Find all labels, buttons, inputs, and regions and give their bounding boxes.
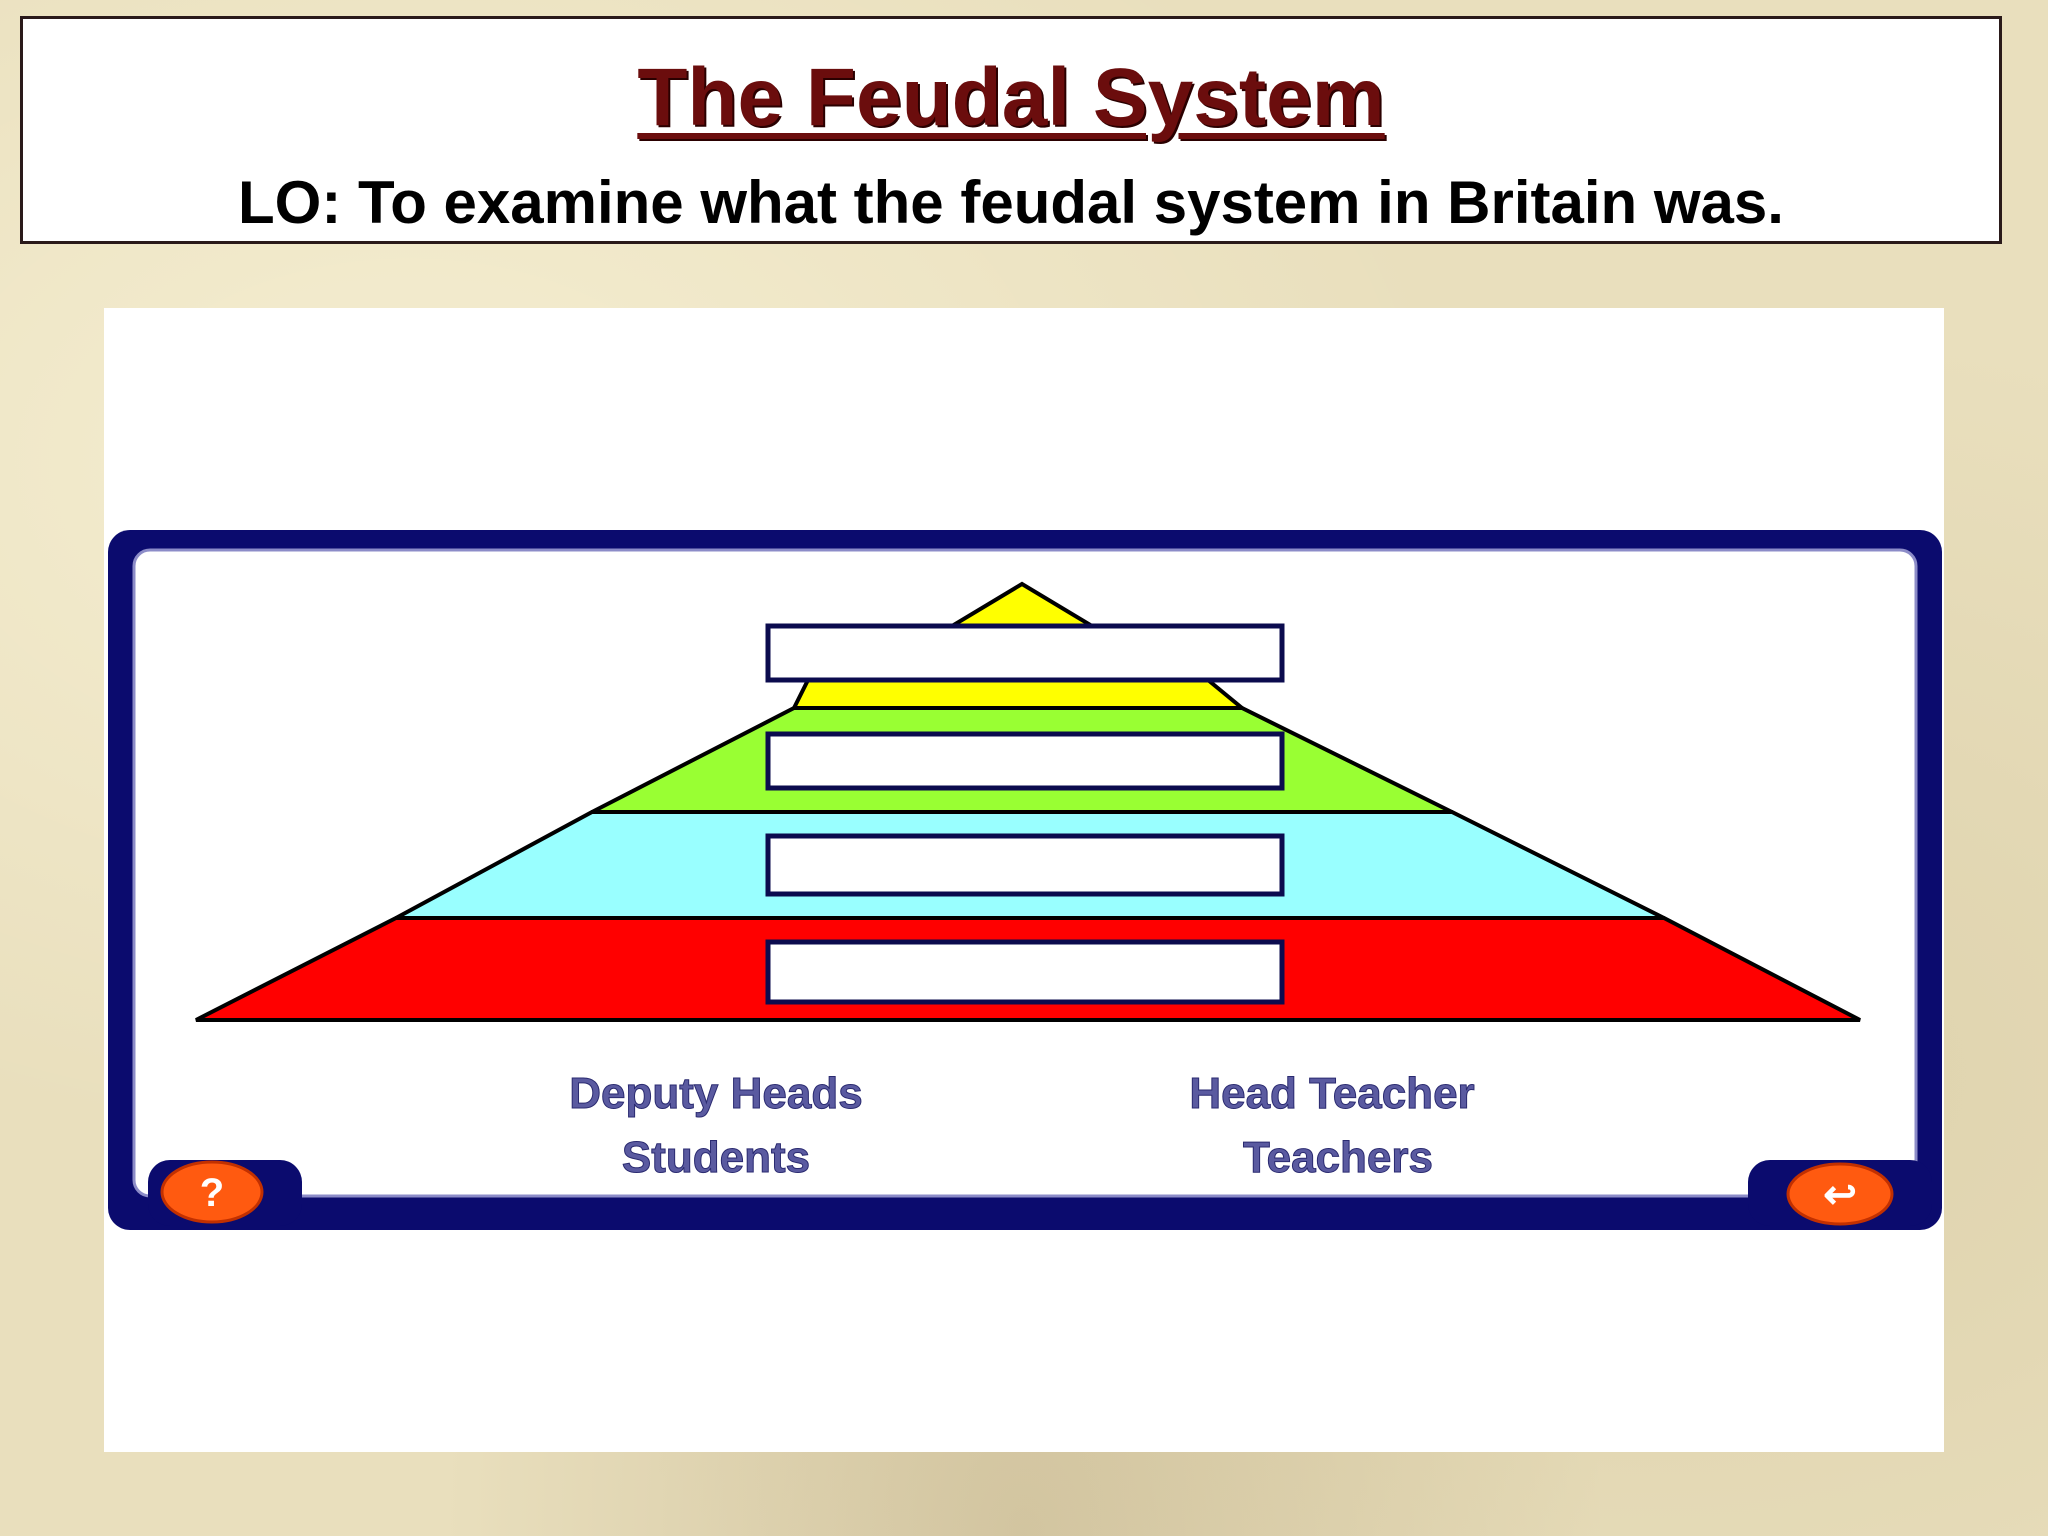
learning-objective: LO: To examine what the feudal system in… <box>238 169 1784 236</box>
drop-box-3[interactable] <box>765 833 1285 897</box>
label-head-teacher[interactable]: Head Teacher <box>1189 1069 1475 1119</box>
label-deputy-heads[interactable]: Deputy Heads <box>569 1069 863 1119</box>
pyramid-level-1-lower <box>790 678 1248 710</box>
back-glyph: ↩ <box>1823 1173 1857 1217</box>
help-icon <box>160 1160 264 1224</box>
label-teachers[interactable]: Teachers <box>1243 1133 1434 1183</box>
drop-box-2[interactable] <box>765 731 1285 791</box>
help-button[interactable]: ? <box>160 1160 264 1224</box>
drop-box-1[interactable] <box>765 623 1285 683</box>
back-arrow-icon <box>1786 1162 1894 1226</box>
title-box: The Feudal System LO: To examine what th… <box>20 16 2002 244</box>
label-students[interactable]: Students <box>621 1133 810 1183</box>
help-glyph: ? <box>200 1171 224 1215</box>
back-button[interactable]: ↩ <box>1786 1162 1894 1226</box>
drop-box-4[interactable] <box>765 939 1285 1005</box>
page-title: The Feudal System <box>637 52 1385 143</box>
